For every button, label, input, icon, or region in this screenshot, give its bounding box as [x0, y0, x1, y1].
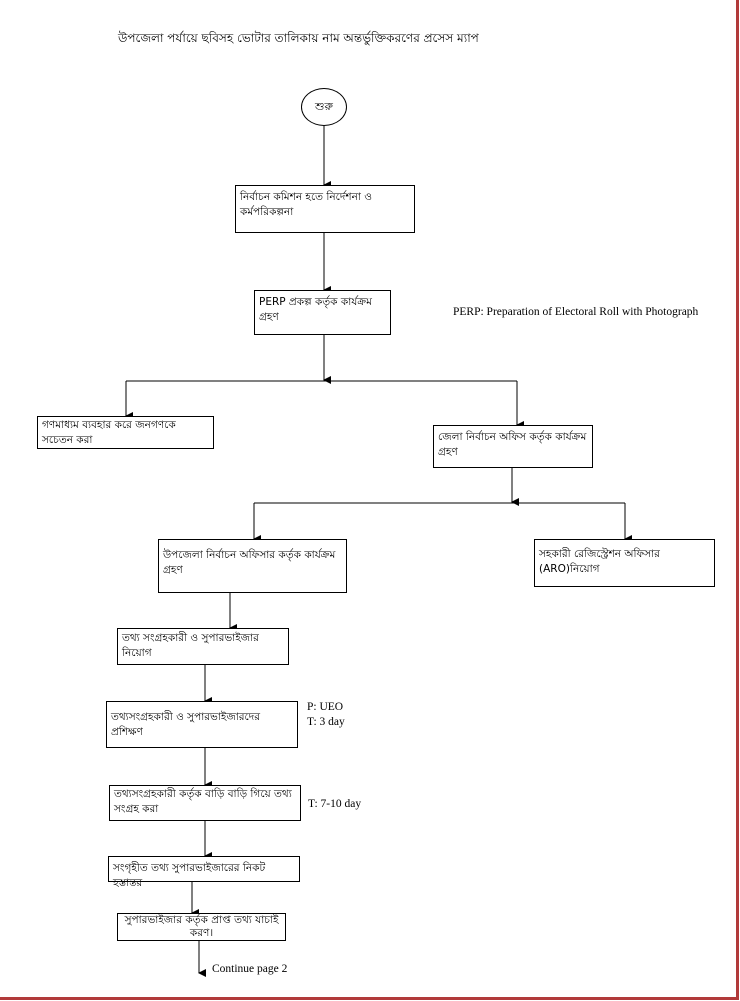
step-appoint-label: তথ্য সংগ্রহকারী ও সুপারভাইজার নিয়োগ	[122, 632, 259, 659]
step-upazila: উপজেলা নির্বাচন অফিসার কর্তৃক কার্যক্রম …	[158, 539, 347, 593]
step-media: গণমাধ্যম ব্যবহার করে জনগণকে সচেতন করা	[37, 416, 214, 449]
step-verify: সুপারভাইজার কর্তৃক প্রাপ্ত তথ্য যাচাই কর…	[117, 913, 286, 941]
note-collect-time: T: 7-10 day	[308, 798, 362, 810]
start-label: শুরু	[315, 99, 333, 113]
note-perp-definition: PERP: Preparation of Electoral Roll with…	[453, 306, 699, 318]
step-commission: নির্বাচন কমিশন হতে নির্দেশনা ও কর্মপরিকল…	[235, 185, 415, 233]
page-title: উপজেলা পর্যায়ে ছবিসহ ভোটার তালিকায় নাম…	[118, 31, 479, 45]
step-media-label: গণমাধ্যম ব্যবহার করে জনগণকে সচেতন করা	[42, 419, 176, 446]
step-appoint: তথ্য সংগ্রহকারী ও সুপারভাইজার নিয়োগ	[117, 628, 289, 665]
step-verify-label: সুপারভাইজার কর্তৃক প্রাপ্ত তথ্য যাচাই কর…	[124, 914, 279, 939]
step-district-label: জেলা নির্বাচন অফিস কর্তৃক কার্যক্রম গ্রহ…	[438, 431, 587, 458]
step-handover-label: সংগৃহীত তথ্য সুপারভাইজারের নিকট হস্তান্ত…	[113, 862, 266, 889]
step-perp-label: PERP প্রকল্প কর্তৃক কার্যক্রম গ্রহণ	[259, 296, 372, 323]
step-aro: সহকারী রেজিস্ট্রেশন অফিসার (ARO)নিয়োগ	[534, 539, 715, 587]
step-collect: তথ্যসংগ্রহকারী কর্তৃক বাড়ি বাড়ি গিয়ে …	[109, 785, 301, 821]
step-upazila-label: উপজেলা নির্বাচন অফিসার কর্তৃক কার্যক্রম …	[163, 549, 336, 576]
step-collect-label: তথ্যসংগ্রহকারী কর্তৃক বাড়ি বাড়ি গিয়ে …	[114, 788, 292, 815]
step-perp: PERP প্রকল্প কর্তৃক কার্যক্রম গ্রহণ	[254, 290, 391, 335]
step-district: জেলা নির্বাচন অফিস কর্তৃক কার্যক্রম গ্রহ…	[433, 425, 593, 468]
note-continue: Continue page 2	[212, 963, 288, 975]
note-training-performer: P: UEO	[307, 701, 344, 713]
start-node: শুরু	[301, 88, 347, 126]
step-training: তথ্যসংগ্রহকারী ও সুপারভাইজারদের প্রশিক্ষ…	[106, 701, 298, 748]
step-handover: সংগৃহীত তথ্য সুপারভাইজারের নিকট হস্তান্ত…	[108, 856, 300, 889]
step-aro-label: সহকারী রেজিস্ট্রেশন অফিসার (ARO)নিয়োগ	[539, 548, 660, 575]
step-commission-label: নির্বাচন কমিশন হতে নির্দেশনা ও কর্মপরিকল…	[240, 191, 372, 218]
step-training-label: তথ্যসংগ্রহকারী ও সুপারভাইজারদের প্রশিক্ষ…	[111, 711, 261, 738]
note-training-time: T: 3 day	[307, 716, 345, 728]
